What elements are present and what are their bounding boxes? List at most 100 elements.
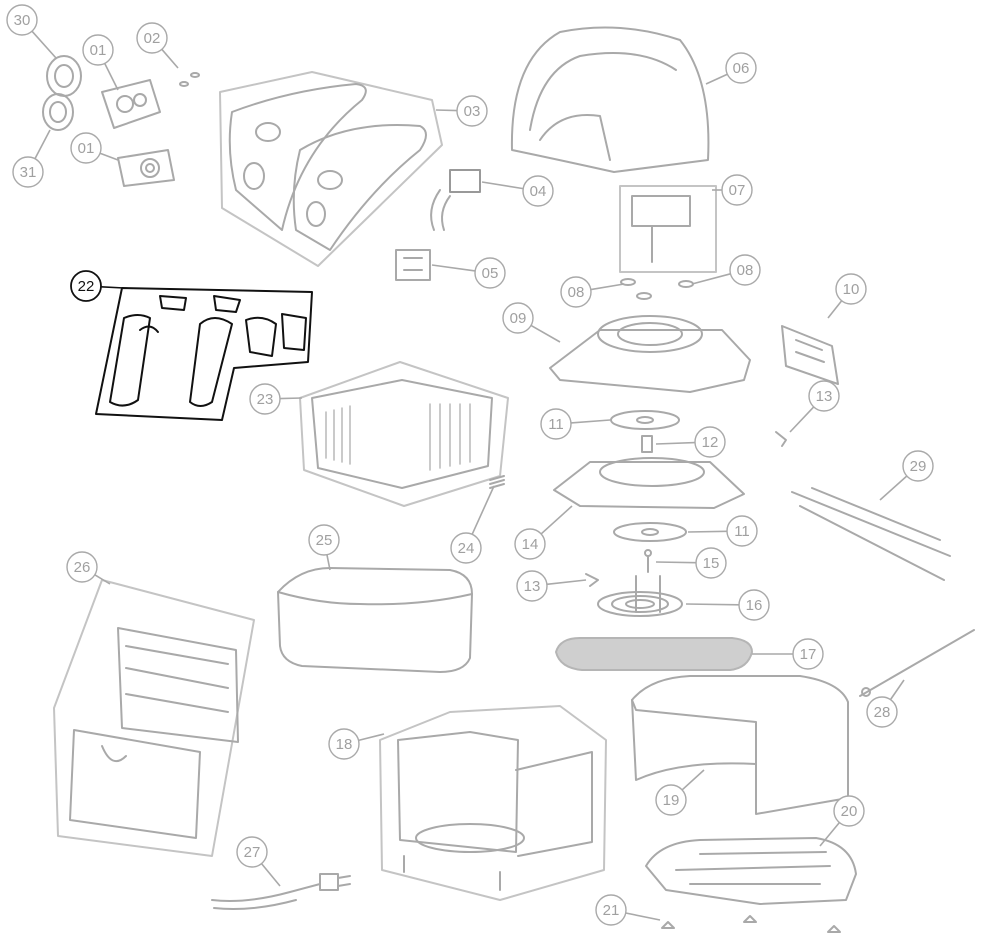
callout-p06: 06: [705, 52, 757, 85]
callout-p31: 31: [12, 129, 51, 188]
callout-label: 03: [464, 103, 481, 120]
callout-circle: [721, 174, 753, 206]
part-04-wiring-illustration: [430, 169, 481, 231]
callout-leader-line: [819, 822, 841, 847]
callout-label: 12: [702, 434, 719, 451]
callout-leader-line: [685, 603, 740, 606]
callout-p01a: 01: [82, 34, 119, 91]
part-26-front-panel-illustration: [53, 579, 255, 857]
callout-label: 20: [841, 803, 858, 820]
callout-circle: [835, 273, 867, 305]
callout-leader-line: [687, 530, 728, 533]
callout-circle: [792, 638, 824, 670]
callout-label: 07: [729, 182, 746, 199]
callout-leader-line: [358, 733, 385, 742]
callout-circle: [560, 276, 592, 308]
callout-leader-line: [546, 579, 587, 586]
callout-p30: 30: [6, 4, 57, 59]
callout-p25: 25: [308, 524, 340, 571]
callout-circle: [70, 132, 102, 164]
parts-drawing: [42, 26, 975, 933]
callout-label: 28: [874, 704, 891, 721]
callout-leader-line: [681, 769, 705, 791]
callout-leader-line: [570, 419, 611, 424]
callout-label: 13: [524, 578, 541, 595]
callout-p08a: 08: [560, 276, 625, 308]
part-03-control-panel-illustration: [219, 71, 443, 267]
callout-circle: [502, 302, 534, 334]
callout-leader-line: [31, 30, 57, 59]
callout-leader-line: [161, 48, 179, 69]
callout-leader-line: [431, 264, 476, 272]
callout-circle: [729, 254, 761, 286]
callout-circle: [522, 175, 554, 207]
part-22-heating-assembly-illustration: [95, 287, 313, 421]
callout-p27: 27: [236, 836, 281, 887]
part-10-filter-illustration: [781, 325, 839, 385]
callout-p17: 17: [752, 638, 824, 670]
callout-p18: 18: [328, 728, 385, 760]
callout-p01b: 01: [70, 132, 119, 164]
callout-circle: [328, 728, 360, 760]
part-19-outer-shell-illustration: [631, 675, 849, 815]
part-06-top-housing-illustration: [510, 26, 710, 173]
callout-circle: [540, 408, 572, 440]
callout-label: 11: [734, 523, 750, 540]
callout-label: 06: [733, 60, 750, 77]
part-01-control-board-illustration: [101, 79, 175, 187]
callout-leader-line: [889, 679, 905, 701]
callout-p07: 07: [712, 174, 753, 206]
callout-label: 27: [244, 844, 261, 861]
callout-label: 08: [737, 262, 754, 279]
callout-leader-line: [326, 554, 331, 571]
part-05-switch-illustration: [395, 249, 431, 281]
part-callouts: 0101020304050607080809101111121313141516…: [6, 4, 934, 926]
callout-label: 08: [568, 284, 585, 301]
callout-leader-line: [879, 475, 908, 501]
part-13-clip-illustration: [585, 431, 787, 587]
callout-p08b: 08: [691, 254, 761, 286]
callout-label: 13: [816, 388, 833, 405]
callout-leader-line: [279, 397, 303, 400]
callout-p19: 19: [655, 769, 705, 816]
callout-circle: [866, 696, 898, 728]
callout-leader-line: [590, 283, 625, 291]
callout-leader-line: [827, 300, 843, 319]
callout-p12: 12: [655, 426, 726, 458]
callout-circle: [902, 450, 934, 482]
callout-label: 15: [703, 555, 720, 572]
callout-circle: [12, 156, 44, 188]
callout-p21: 21: [595, 894, 661, 926]
callout-label: 11: [548, 416, 564, 433]
part-16-heating-element-illustration: [597, 575, 683, 617]
callout-p14: 14: [514, 505, 573, 560]
callout-label: 18: [336, 736, 353, 753]
callout-label: 09: [510, 310, 527, 327]
callout-leader-line: [481, 181, 524, 190]
callout-p13a: 13: [789, 380, 840, 433]
callout-p20: 20: [819, 795, 865, 847]
callout-leader-line: [100, 285, 125, 289]
part-24-spring-illustration: [489, 475, 505, 489]
callout-label: 23: [257, 391, 274, 408]
part-11-fan-illustration: [610, 410, 687, 542]
callout-p04: 04: [481, 175, 554, 207]
callout-p23: 23: [249, 383, 303, 415]
callout-label: 10: [843, 281, 860, 298]
callout-label: 01: [78, 140, 95, 157]
callout-leader-line: [691, 273, 731, 285]
callout-circle: [82, 34, 114, 66]
part-29-rails-illustration: [791, 487, 951, 581]
callout-leader-line: [705, 73, 728, 85]
callout-p28: 28: [866, 679, 905, 728]
part-12-shaft-illustration: [641, 435, 653, 453]
part-09-bracket-illustration: [549, 315, 751, 393]
callout-label: 01: [90, 42, 107, 59]
callout-label: 14: [522, 536, 539, 553]
callout-label: 26: [74, 559, 91, 576]
callout-leader-line: [655, 441, 696, 445]
callout-leader-line: [530, 324, 561, 343]
part-14-heat-plate-illustration: [553, 457, 745, 509]
callout-p15: 15: [655, 547, 727, 579]
callout-label: 22: [78, 278, 95, 295]
